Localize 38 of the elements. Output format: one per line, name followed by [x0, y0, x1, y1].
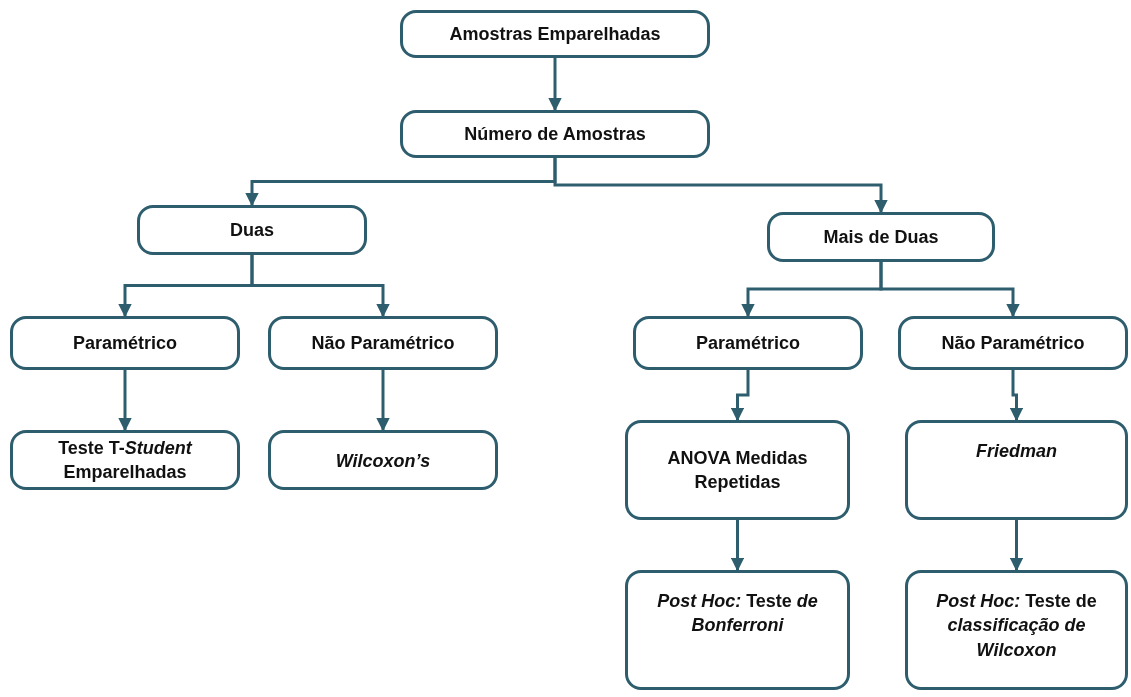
arrow [548, 58, 562, 112]
arrow [730, 370, 750, 422]
arrow [553, 158, 888, 214]
process-box [633, 316, 863, 370]
process-box [625, 570, 850, 690]
process-box [10, 430, 240, 490]
box-label: Número de Amostras [464, 122, 646, 146]
box-label: Wilcoxon’s [335, 450, 431, 473]
box-label: Teste T-Student Emparelhadas [57, 436, 194, 484]
process-box [767, 212, 995, 262]
process-box [905, 570, 1128, 690]
arrow [376, 370, 390, 432]
box-label: Paramétrico [72, 331, 178, 355]
box-label: Amostras Emparelhadas [449, 22, 661, 46]
process-box [625, 420, 850, 520]
box-label: ANOVA Medidas Repetidas [666, 446, 809, 494]
box-label: Mais de Duas [823, 225, 939, 249]
arrow [250, 255, 390, 318]
process-box [268, 316, 498, 370]
box-label: Post Hoc: Teste de classificação de Wilcoxon [935, 590, 1098, 662]
box-label: Não Paramétrico [311, 331, 455, 355]
process-box [10, 316, 240, 370]
process-box [400, 10, 710, 58]
arrow [730, 520, 745, 572]
process-box [400, 110, 710, 158]
arrow [118, 370, 132, 432]
box-label: Duas [230, 218, 274, 242]
process-box [898, 316, 1128, 370]
box-label: Não Paramétrico [941, 331, 1085, 355]
arrow [1009, 520, 1024, 572]
process-box [137, 205, 367, 255]
process-box [905, 420, 1128, 520]
box-label: Post Hoc: Teste de Bonferroni [656, 590, 819, 638]
arrow [879, 262, 1020, 318]
box-label: Friedman [976, 440, 1057, 463]
arrow [1009, 370, 1024, 422]
box-label: Paramétrico [695, 331, 801, 355]
process-box [268, 430, 498, 490]
